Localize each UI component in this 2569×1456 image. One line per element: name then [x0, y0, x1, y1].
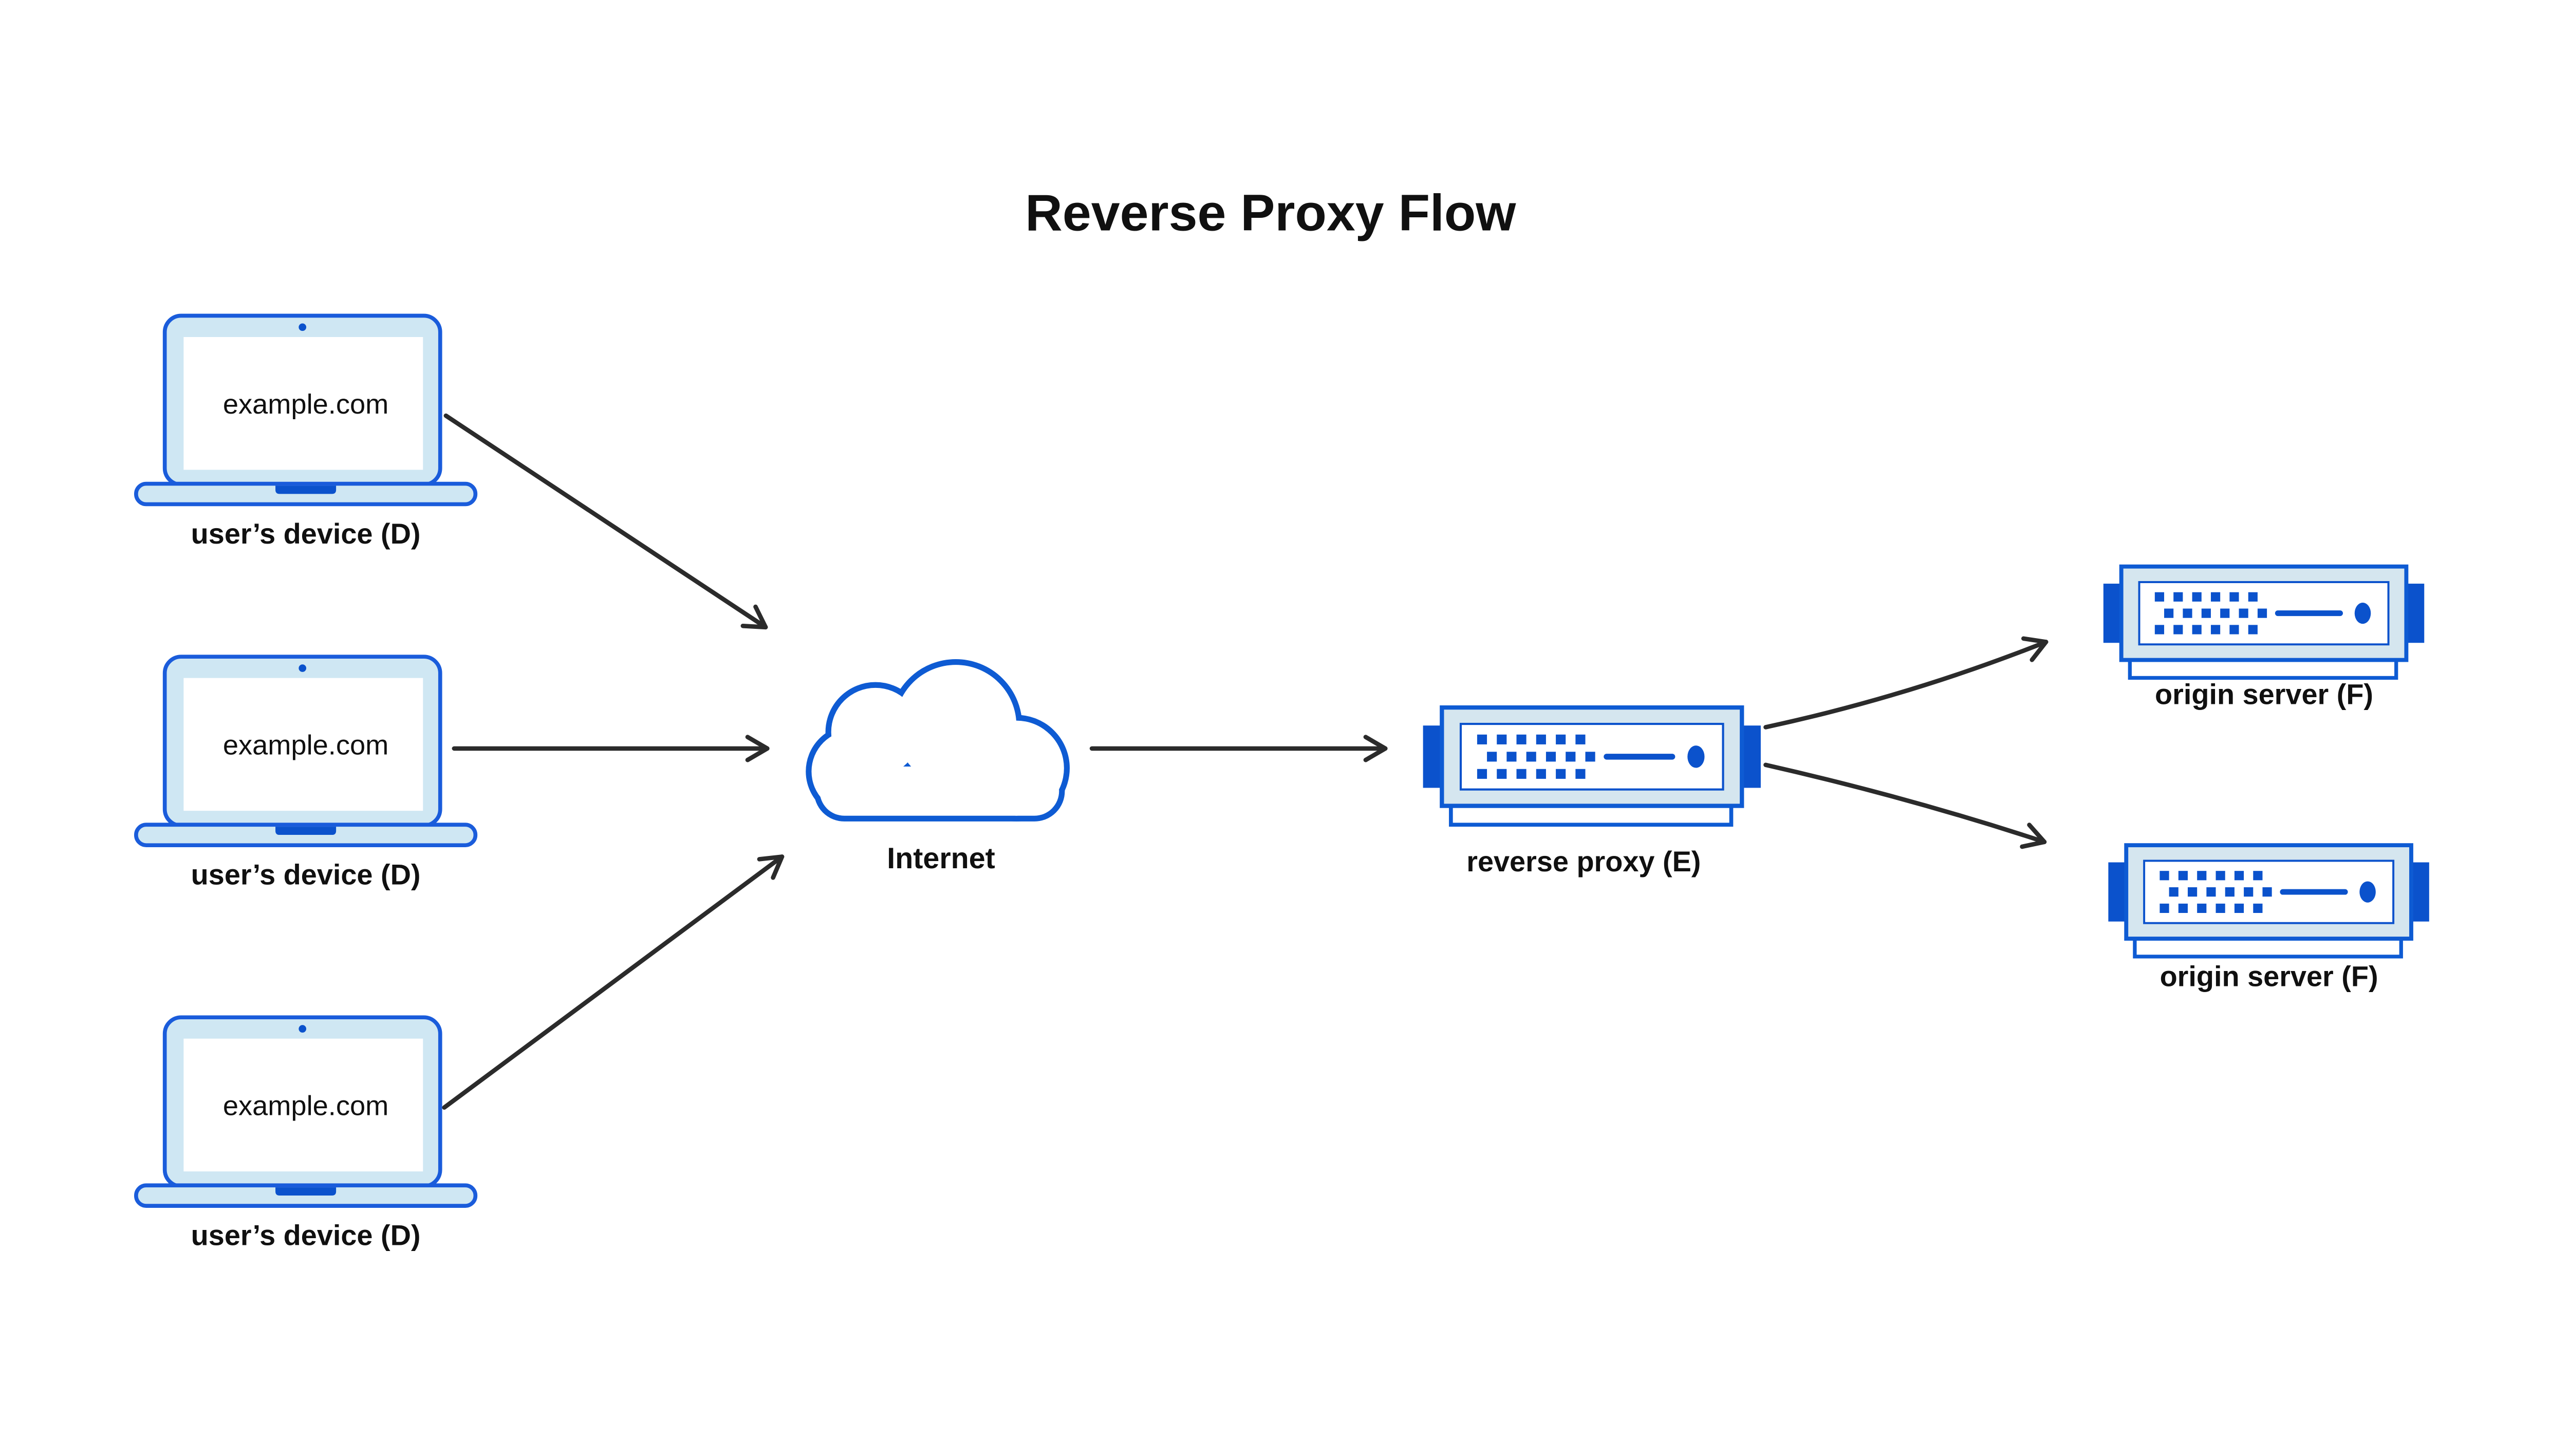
device2-label: user’s device (D) [191, 858, 421, 891]
device1-screen-url: example.com [223, 389, 389, 420]
arrow-proxy-to-origin1 [1763, 636, 2049, 730]
diagram-title: Reverse Proxy Flow [1025, 184, 1516, 242]
device3-screen-url: example.com [223, 1090, 389, 1121]
origin-server-icon [2108, 845, 2429, 957]
origin-server1-label: origin server (F) [2155, 678, 2373, 711]
internet-node: Internet [806, 659, 1070, 875]
device3-label: user’s device (D) [191, 1219, 421, 1252]
origin-server-2: origin server (F) [2108, 845, 2429, 993]
origin-server-1: origin server (F) [2103, 567, 2424, 711]
arrow-proxy-to-origin2 [1763, 762, 2047, 849]
user-device-2: example.com user’s device (D) [136, 657, 475, 891]
origin-server-icon [2103, 567, 2424, 678]
user-device-1: example.com user’s device (D) [136, 316, 475, 550]
reverse-proxy-label: reverse proxy (E) [1466, 845, 1701, 878]
internet-label: Internet [887, 842, 995, 875]
arrow-device1-to-internet [443, 413, 768, 630]
cloud-icon [806, 659, 1070, 822]
device2-screen-url: example.com [223, 730, 389, 761]
origin-server2-label: origin server (F) [2160, 960, 2378, 993]
reverse-proxy-icon [1423, 707, 1761, 825]
user-device-3: example.com user’s device (D) [136, 1017, 475, 1252]
arrow-device3-to-internet [442, 854, 785, 1110]
flow-arrows [442, 413, 2049, 1110]
device1-label: user’s device (D) [191, 517, 421, 550]
reverse-proxy-node: reverse proxy (E) [1423, 707, 1761, 878]
